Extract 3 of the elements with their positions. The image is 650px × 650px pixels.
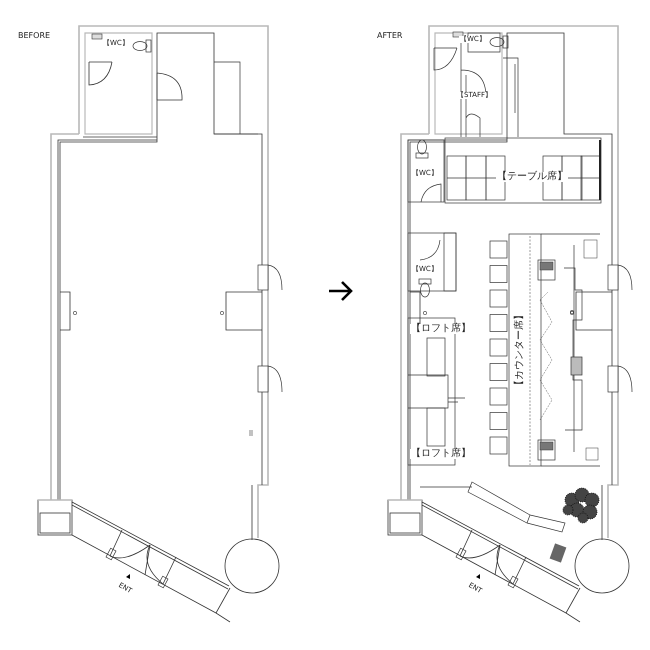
- plan-heading: BEFORE: [17, 32, 52, 40]
- room-label: 【テーブル席】: [496, 172, 568, 182]
- plan-heading: AFTER: [376, 32, 404, 40]
